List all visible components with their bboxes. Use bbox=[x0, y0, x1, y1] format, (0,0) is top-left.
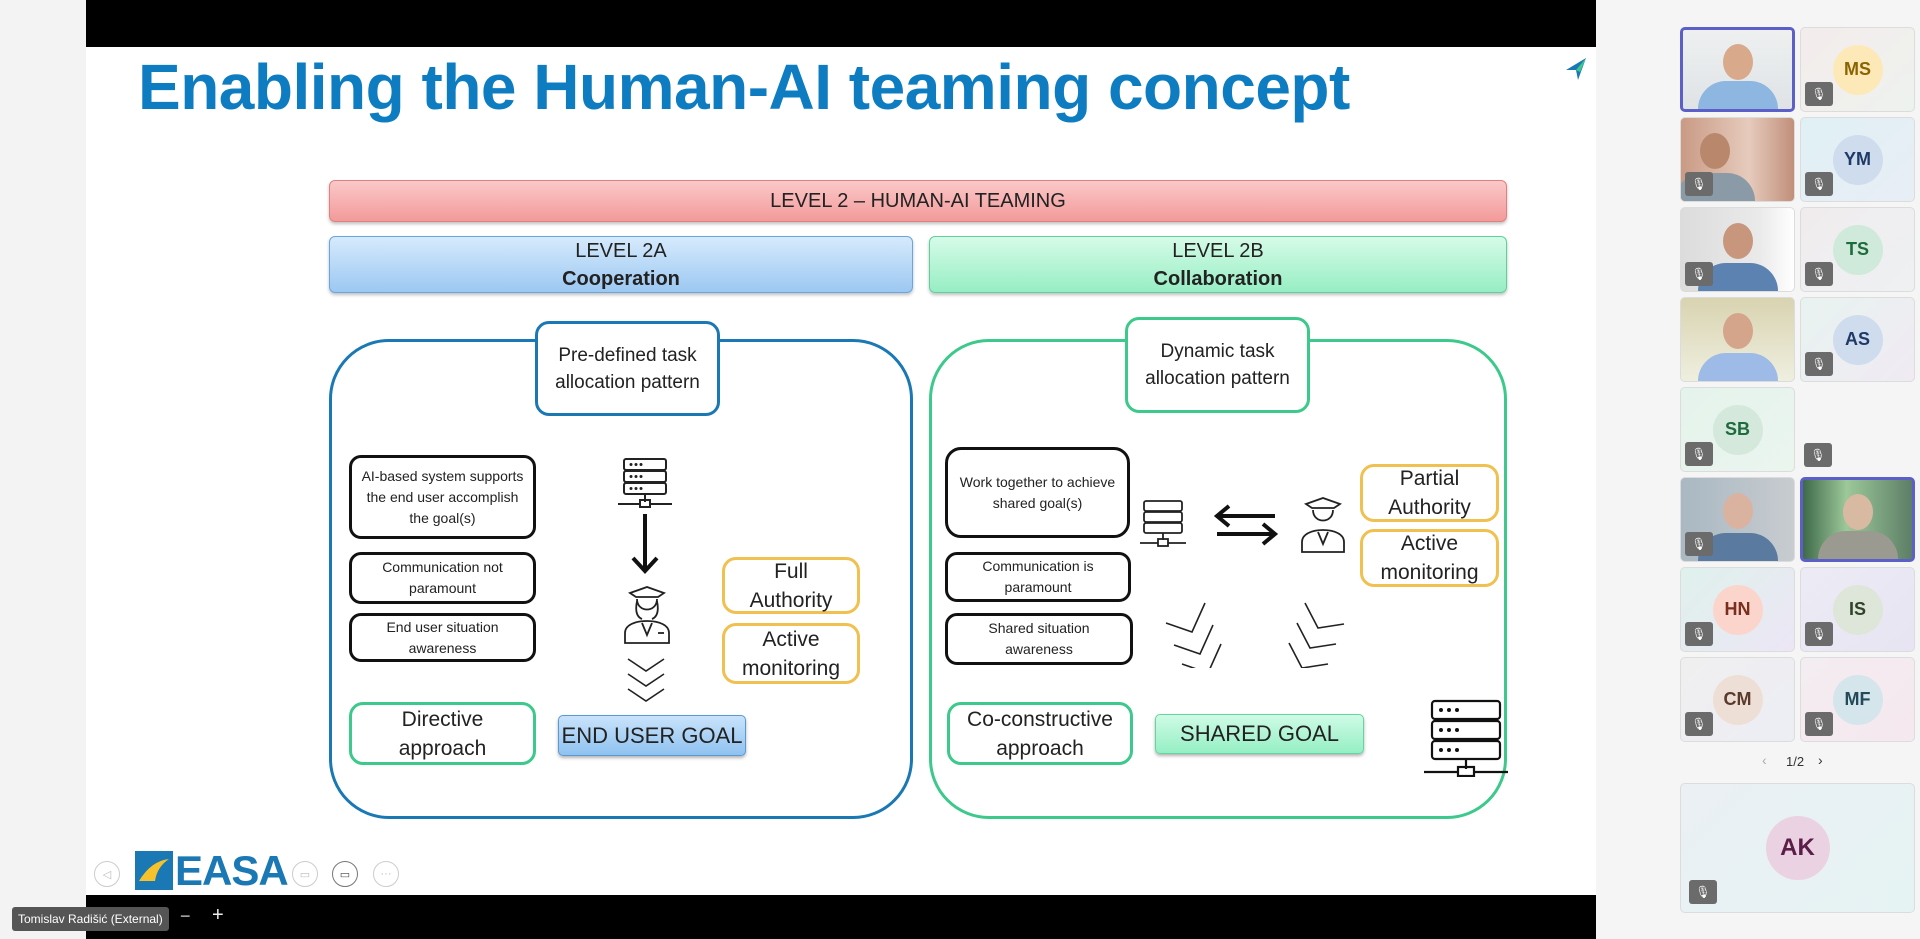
mic-muted-icon: 🎙 bbox=[1805, 622, 1833, 646]
participant-tile[interactable]: MF🎙 bbox=[1800, 657, 1915, 742]
prev-page-button[interactable]: ‹ bbox=[1762, 752, 1767, 768]
level2a-name: Cooperation bbox=[562, 267, 680, 290]
level2a-label: LEVEL 2A bbox=[575, 239, 667, 262]
server-icon bbox=[618, 458, 672, 508]
arrow-down-icon bbox=[631, 514, 659, 574]
mic-muted-icon: 🎙 bbox=[1804, 443, 1832, 467]
avatar: MS bbox=[1832, 44, 1883, 95]
level2b-pattern: Dynamic task allocation pattern bbox=[1125, 317, 1310, 413]
speaker-name-tag: Tomislav Radišić (External) bbox=[12, 907, 169, 931]
mic-muted-icon: 🎙 bbox=[1685, 442, 1713, 466]
server-network-icon bbox=[1424, 699, 1508, 777]
video-tile[interactable] bbox=[1680, 27, 1795, 112]
avatar: AS bbox=[1832, 314, 1883, 365]
level2a-item: End user situation awareness bbox=[349, 613, 536, 662]
level2a-item: AI-based system supports the end user ac… bbox=[349, 455, 536, 539]
mic-muted-icon: 🎙 bbox=[1685, 712, 1713, 736]
active-monitoring-2a: Active monitoring bbox=[722, 623, 860, 684]
avatar: TS bbox=[1832, 224, 1883, 275]
participant-tile[interactable]: HN🎙 bbox=[1680, 567, 1795, 652]
pilot-icon bbox=[1301, 497, 1345, 553]
level2a-item: Communication not paramount bbox=[349, 552, 536, 604]
next-page-button[interactable]: › bbox=[1818, 752, 1823, 768]
participant-tile[interactable]: YM🎙 bbox=[1800, 117, 1915, 202]
level2b-name: Collaboration bbox=[1153, 267, 1283, 290]
participant-tile[interactable]: TS🎙 bbox=[1800, 207, 1915, 292]
end-user-goal: END USER GOAL bbox=[558, 715, 746, 756]
level2a-banner: LEVEL 2A Cooperation bbox=[329, 236, 913, 293]
chevrons-converging-left-icon bbox=[1165, 602, 1222, 668]
level2b-item: Communication is paramount bbox=[945, 552, 1131, 602]
participant-tile[interactable]: SB🎙 bbox=[1680, 387, 1795, 472]
mic-muted-icon: 🎙 bbox=[1805, 712, 1833, 736]
bidirectional-arrows-icon bbox=[1213, 504, 1279, 546]
level2-label: LEVEL 2 – HUMAN-AI TEAMING bbox=[770, 190, 1066, 212]
level2-banner: LEVEL 2 – HUMAN-AI TEAMING bbox=[329, 180, 1507, 222]
more-options-button[interactable]: ··· bbox=[373, 861, 399, 887]
participant-tile[interactable]: AK 🎙 bbox=[1680, 783, 1915, 913]
page-indicator: 1/2 bbox=[1786, 754, 1805, 769]
subtitles-button[interactable]: ▭ bbox=[292, 861, 318, 887]
participant-tile[interactable]: CM🎙 bbox=[1680, 657, 1795, 742]
participant-tile[interactable]: AS🎙 bbox=[1800, 297, 1915, 382]
mic-muted-icon: 🎙 bbox=[1685, 172, 1713, 196]
pilot-icon bbox=[624, 586, 670, 644]
mic-muted-icon: 🎙 bbox=[1689, 880, 1717, 904]
level2b-item: Shared situation awareness bbox=[945, 613, 1133, 665]
full-authority: Full Authority bbox=[722, 557, 860, 614]
mic-muted-icon: 🎙 bbox=[1805, 172, 1833, 196]
level2b-banner: LEVEL 2B Collaboration bbox=[929, 236, 1507, 293]
avatar: MF bbox=[1832, 674, 1883, 725]
co-constructive-approach: Co-constructive approach bbox=[947, 702, 1133, 765]
active-monitoring-2b: Active monitoring bbox=[1360, 529, 1499, 587]
mic-muted-icon: 🎙 bbox=[1685, 622, 1713, 646]
video-tile[interactable]: 🎙 bbox=[1680, 207, 1795, 292]
level2b-label: LEVEL 2B bbox=[1172, 239, 1264, 262]
level2a-pattern: Pre-defined task allocation pattern bbox=[535, 321, 720, 416]
chevrons-converging-right-icon bbox=[1288, 602, 1345, 668]
video-tile[interactable] bbox=[1680, 297, 1795, 382]
mic-muted-icon: 🎙 bbox=[1685, 532, 1713, 556]
easa-logo: EASA bbox=[135, 847, 289, 894]
participant-tile[interactable]: MS🎙 bbox=[1800, 27, 1915, 112]
chevrons-down-icon bbox=[627, 658, 665, 702]
slide-title: Enabling the Human-AI teaming concept bbox=[138, 51, 1350, 123]
avatar: HN bbox=[1712, 584, 1763, 635]
avatar: IS bbox=[1832, 584, 1883, 635]
camera-button[interactable]: ▭ bbox=[332, 861, 358, 887]
mic-muted-icon: 🎙 bbox=[1805, 262, 1833, 286]
avatar: CM bbox=[1712, 674, 1763, 725]
level2b-item: Work together to achieve shared goal(s) bbox=[945, 447, 1130, 538]
directive-approach: Directive approach bbox=[349, 702, 536, 765]
zoom-out-button[interactable]: − bbox=[180, 906, 191, 926]
mic-muted-icon: 🎙 bbox=[1805, 352, 1833, 376]
avatar: AK bbox=[1765, 816, 1830, 880]
video-tile[interactable] bbox=[1800, 477, 1915, 562]
video-tile[interactable]: 🎙 bbox=[1680, 117, 1795, 202]
participant-tile-empty: 🎙 bbox=[1800, 387, 1915, 472]
avatar: YM bbox=[1832, 134, 1883, 185]
avatar: SB bbox=[1712, 404, 1763, 455]
participant-tile[interactable]: IS🎙 bbox=[1800, 567, 1915, 652]
mic-muted-icon: 🎙 bbox=[1685, 262, 1713, 286]
shared-goal: SHARED GOAL bbox=[1155, 714, 1364, 754]
mic-muted-icon: 🎙 bbox=[1805, 82, 1833, 106]
partial-authority: Partial Authority bbox=[1360, 464, 1499, 522]
video-tile[interactable]: 🎙 bbox=[1680, 477, 1795, 562]
previous-slide-button[interactable]: ◁ bbox=[94, 861, 120, 887]
server-icon bbox=[1140, 500, 1186, 547]
zoom-in-button[interactable]: + bbox=[212, 904, 224, 926]
logo-mark-icon bbox=[1566, 58, 1586, 80]
